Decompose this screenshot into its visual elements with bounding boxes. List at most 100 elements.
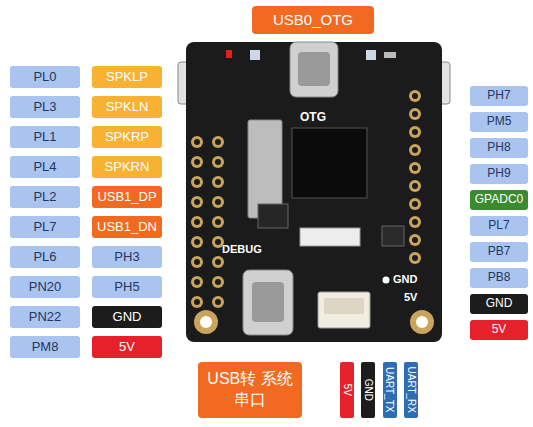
pin-text: SPKLP bbox=[106, 70, 148, 85]
pin-text: PL7 bbox=[488, 219, 509, 233]
silkscreen-text: OTG bbox=[300, 111, 326, 123]
pin-label: PH8 bbox=[470, 138, 528, 158]
mount-hole bbox=[200, 316, 212, 328]
header-right-holes bbox=[412, 93, 418, 261]
pin-dot bbox=[383, 277, 390, 284]
pin-label: PB8 bbox=[470, 268, 528, 288]
led bbox=[250, 50, 260, 60]
pin-label: PL7 bbox=[10, 216, 80, 238]
wire-tag: GND bbox=[361, 362, 375, 418]
pin-label: PB7 bbox=[470, 242, 528, 262]
pin-label: PM8 bbox=[10, 336, 80, 358]
pin-text: PL3 bbox=[33, 100, 56, 115]
title-badge: USB0_OTG bbox=[252, 6, 374, 34]
pin-text: GPADC0 bbox=[475, 193, 523, 207]
fpc-connector bbox=[300, 228, 360, 246]
ic bbox=[382, 226, 404, 246]
header-right bbox=[409, 90, 421, 264]
pin-text: USB0_OTG bbox=[273, 11, 353, 28]
pin-text: PL7 bbox=[33, 220, 56, 235]
usb-c-top bbox=[290, 42, 338, 97]
pin-label: PL7 bbox=[470, 216, 528, 236]
header-left bbox=[191, 136, 224, 308]
pin-label: PN22 bbox=[10, 306, 80, 328]
pin-text: GND bbox=[486, 297, 513, 311]
pin-text: UART_RX bbox=[405, 367, 417, 414]
pin-label: USB1_DN bbox=[92, 216, 162, 238]
pin-text: PH5 bbox=[114, 280, 139, 295]
mount-hole bbox=[410, 310, 434, 334]
pin-label: PL3 bbox=[10, 96, 80, 118]
pin-label: SPKLN bbox=[92, 96, 162, 118]
pin-text: PH7 bbox=[487, 89, 510, 103]
pin-label: PH3 bbox=[92, 246, 162, 268]
pin-text: GND bbox=[113, 310, 142, 325]
mount-hole bbox=[416, 316, 428, 328]
pin-text: PH9 bbox=[487, 167, 510, 181]
pin-text: PL2 bbox=[33, 190, 56, 205]
pin-text: SPKRN bbox=[105, 160, 150, 175]
pin-text: 5V bbox=[119, 340, 135, 355]
pin-label: 5V bbox=[92, 336, 162, 358]
usb-c-bottom bbox=[243, 270, 293, 335]
ic bbox=[258, 204, 288, 228]
pin-label: SPKRP bbox=[92, 126, 162, 148]
pin-text: USB1_DP bbox=[97, 190, 156, 205]
pcb bbox=[186, 42, 442, 342]
pin-label: PL6 bbox=[10, 246, 80, 268]
pin-text: PB7 bbox=[488, 245, 511, 259]
mount-hole bbox=[194, 310, 218, 334]
header-left-holes bbox=[194, 139, 221, 305]
pin-label: SPKRN bbox=[92, 156, 162, 178]
pin-label: PN20 bbox=[10, 276, 80, 298]
pin-text: SPKRP bbox=[105, 130, 149, 145]
pin-text: PH8 bbox=[487, 141, 510, 155]
pin-text: USB转 系统串口 bbox=[203, 369, 297, 411]
pin-text: SPKLN bbox=[106, 100, 149, 115]
pin-text: 5V bbox=[492, 323, 507, 337]
pin-text: GND bbox=[362, 379, 374, 401]
pin-label: GPADC0 bbox=[470, 190, 528, 210]
led bbox=[366, 50, 376, 60]
pin-label: PH7 bbox=[470, 86, 528, 106]
silkscreen-text: GND bbox=[393, 274, 417, 285]
jst-connector bbox=[324, 298, 364, 314]
pin-text: PN22 bbox=[29, 310, 62, 325]
pin-text: UART_TX bbox=[384, 367, 396, 412]
pin-text: PL1 bbox=[33, 130, 56, 145]
led bbox=[226, 50, 232, 58]
pin-label: PL2 bbox=[10, 186, 80, 208]
pin-label: PL0 bbox=[10, 66, 80, 88]
pin-label: USB1_DP bbox=[92, 186, 162, 208]
wire-tag: UART_RX bbox=[404, 362, 418, 418]
pin-text: 5V bbox=[341, 384, 353, 396]
pin-text: PL6 bbox=[33, 250, 56, 265]
pin-text: USB1_DN bbox=[97, 220, 157, 235]
pin-text: PN20 bbox=[29, 280, 62, 295]
pin-text: PL0 bbox=[33, 70, 56, 85]
silkscreen-text: DEBUG bbox=[222, 244, 262, 255]
pin-label: PH5 bbox=[92, 276, 162, 298]
jst-connector bbox=[318, 292, 370, 328]
pin-label: 5V bbox=[470, 320, 528, 340]
usb-c-top bbox=[298, 52, 330, 86]
pin-label: PH9 bbox=[470, 164, 528, 184]
pin-label: SPKLP bbox=[92, 66, 162, 88]
pin-text: PM5 bbox=[487, 115, 512, 129]
pin-label: GND bbox=[470, 294, 528, 314]
pin-label: GND bbox=[92, 306, 162, 328]
pin-text: PH3 bbox=[114, 250, 139, 265]
pin-label: PL4 bbox=[10, 156, 80, 178]
smd bbox=[384, 52, 396, 58]
pin-text: PL4 bbox=[33, 160, 56, 175]
pin-text: PB8 bbox=[488, 271, 511, 285]
wire-tag: 5V bbox=[340, 362, 354, 418]
pin-text: PM8 bbox=[32, 340, 59, 355]
pin-label: PM5 bbox=[470, 112, 528, 132]
soc-chip bbox=[292, 128, 367, 198]
wire-tag: UART_TX bbox=[383, 362, 397, 418]
caption-box: USB转 系统串口 bbox=[198, 362, 302, 418]
usb-c-bottom bbox=[252, 282, 284, 322]
silkscreen-text: 5V bbox=[404, 292, 417, 303]
